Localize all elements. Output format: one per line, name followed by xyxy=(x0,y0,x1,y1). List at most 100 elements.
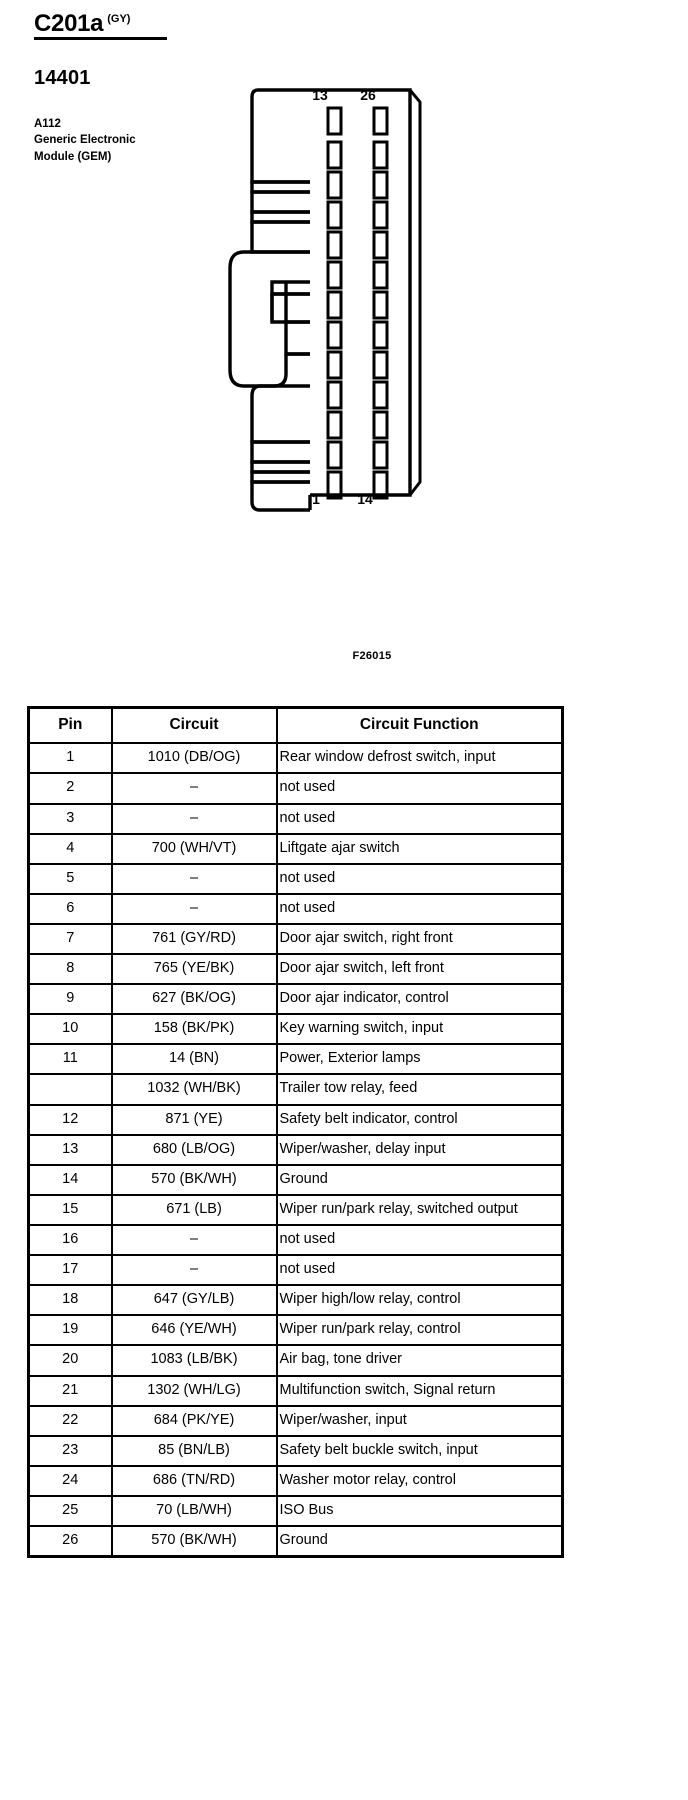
cell-circuit: 647 (GY/LB) xyxy=(110,1284,278,1317)
cell-circuit: 1010 (DB/OG) xyxy=(110,742,278,775)
cell-circuit: – xyxy=(110,1224,278,1257)
cell-circuit: – xyxy=(110,772,278,805)
svg-text:1: 1 xyxy=(312,491,320,507)
cell-circuit-function: not used xyxy=(275,862,564,895)
cell-circuit-function: not used xyxy=(275,892,564,925)
cell-circuit-function: not used xyxy=(275,772,564,805)
cell-circuit-function: not used xyxy=(275,1224,564,1257)
connector-color-code: (GY) xyxy=(107,13,131,25)
cell-circuit-function: Wiper/washer, delay input xyxy=(275,1133,564,1166)
cell-pin: 26 xyxy=(27,1525,113,1558)
cell-circuit: 765 (YE/BK) xyxy=(110,953,278,986)
cell-circuit-function: Wiper high/low relay, control xyxy=(275,1284,564,1317)
table-row: 6–not used xyxy=(27,892,564,925)
table-row: 16–not used xyxy=(27,1224,564,1257)
cell-pin: 18 xyxy=(27,1284,113,1317)
cell-circuit: 1083 (LB/BK) xyxy=(110,1344,278,1377)
cell-circuit: 671 (LB) xyxy=(110,1193,278,1227)
cell-circuit-function: Liftgate ajar switch xyxy=(275,832,564,865)
cell-circuit-function: Rear window defrost switch, input xyxy=(275,742,564,775)
cell-pin: 12 xyxy=(27,1103,113,1136)
table-row: 17–not used xyxy=(27,1254,564,1287)
cell-pin: 2 xyxy=(27,772,113,805)
cell-circuit-function: Wiper/washer, input xyxy=(275,1404,564,1437)
cell-circuit: – xyxy=(110,1254,278,1287)
cell-pin: 25 xyxy=(27,1495,113,1528)
cell-circuit: 70 (LB/WH) xyxy=(110,1495,278,1528)
cell-circuit: 570 (BK/WH) xyxy=(110,1525,278,1558)
cell-circuit-function: Safety belt buckle switch, input xyxy=(275,1434,564,1467)
cell-circuit-function: Door ajar switch, right front xyxy=(275,922,564,956)
cell-pin xyxy=(27,1073,113,1106)
cell-circuit-function: Safety belt indicator, control xyxy=(275,1103,564,1136)
cell-circuit: 871 (YE) xyxy=(110,1103,278,1136)
cell-pin: 17 xyxy=(27,1254,113,1287)
cell-circuit-function: Ground xyxy=(275,1525,564,1558)
cell-circuit-function: Air bag, tone driver xyxy=(275,1344,564,1377)
cell-circuit-function: not used xyxy=(275,1254,564,1287)
cell-pin: 15 xyxy=(27,1193,113,1227)
svg-text:14: 14 xyxy=(357,491,373,507)
cell-circuit: 1302 (WH/LG) xyxy=(110,1374,278,1407)
cell-pin: 10 xyxy=(27,1013,113,1046)
cell-circuit-function: Multifunction switch, Signal return xyxy=(275,1374,564,1407)
column-header-circuit: Circuit xyxy=(110,706,278,745)
cell-pin: 6 xyxy=(27,892,113,925)
part-number: 14401 xyxy=(34,67,91,89)
cell-pin: 23 xyxy=(27,1434,113,1467)
cell-circuit: 686 (TN/RD) xyxy=(110,1464,278,1498)
connector-id: C201a xyxy=(34,10,104,37)
cell-pin: 14 xyxy=(27,1163,113,1196)
cell-circuit: – xyxy=(110,802,278,835)
cell-circuit-function: Washer motor relay, control xyxy=(275,1464,564,1498)
cell-pin: 4 xyxy=(27,832,113,865)
cell-circuit: 700 (WH/VT) xyxy=(110,832,278,865)
cell-circuit: 1032 (WH/BK) xyxy=(110,1073,278,1106)
cell-circuit: 85 (BN/LB) xyxy=(110,1434,278,1467)
cell-circuit: – xyxy=(110,862,278,895)
cell-circuit: 684 (PK/YE) xyxy=(110,1404,278,1437)
cell-circuit-function: Trailer tow relay, feed xyxy=(275,1073,564,1106)
cell-circuit: 761 (GY/RD) xyxy=(110,922,278,956)
cell-pin: 9 xyxy=(27,983,113,1016)
column-header-pin: Pin xyxy=(27,706,113,745)
component-name-line-2: Module (GEM) xyxy=(34,150,112,163)
cell-pin: 20 xyxy=(27,1344,113,1377)
component-name-line-1: Generic Electronic xyxy=(34,134,136,147)
table-row: 1032 (WH/BK)Trailer tow relay, feed xyxy=(27,1073,564,1106)
cell-pin: 22 xyxy=(27,1404,113,1437)
svg-text:26: 26 xyxy=(360,87,376,103)
cell-pin: 8 xyxy=(27,953,113,986)
cell-pin: 1 xyxy=(27,742,113,775)
cell-circuit-function: Power, Exterior lamps xyxy=(275,1043,564,1076)
column-header-circuit-function: Circuit Function xyxy=(275,706,564,745)
cell-circuit: 646 (YE/WH) xyxy=(110,1314,278,1347)
cell-circuit-function: Key warning switch, input xyxy=(275,1013,564,1046)
cell-circuit: 158 (BK/PK) xyxy=(110,1013,278,1046)
cell-circuit-function: Door ajar switch, left front xyxy=(275,953,564,986)
table-header-row: Pin Circuit Circuit Function xyxy=(27,706,564,745)
